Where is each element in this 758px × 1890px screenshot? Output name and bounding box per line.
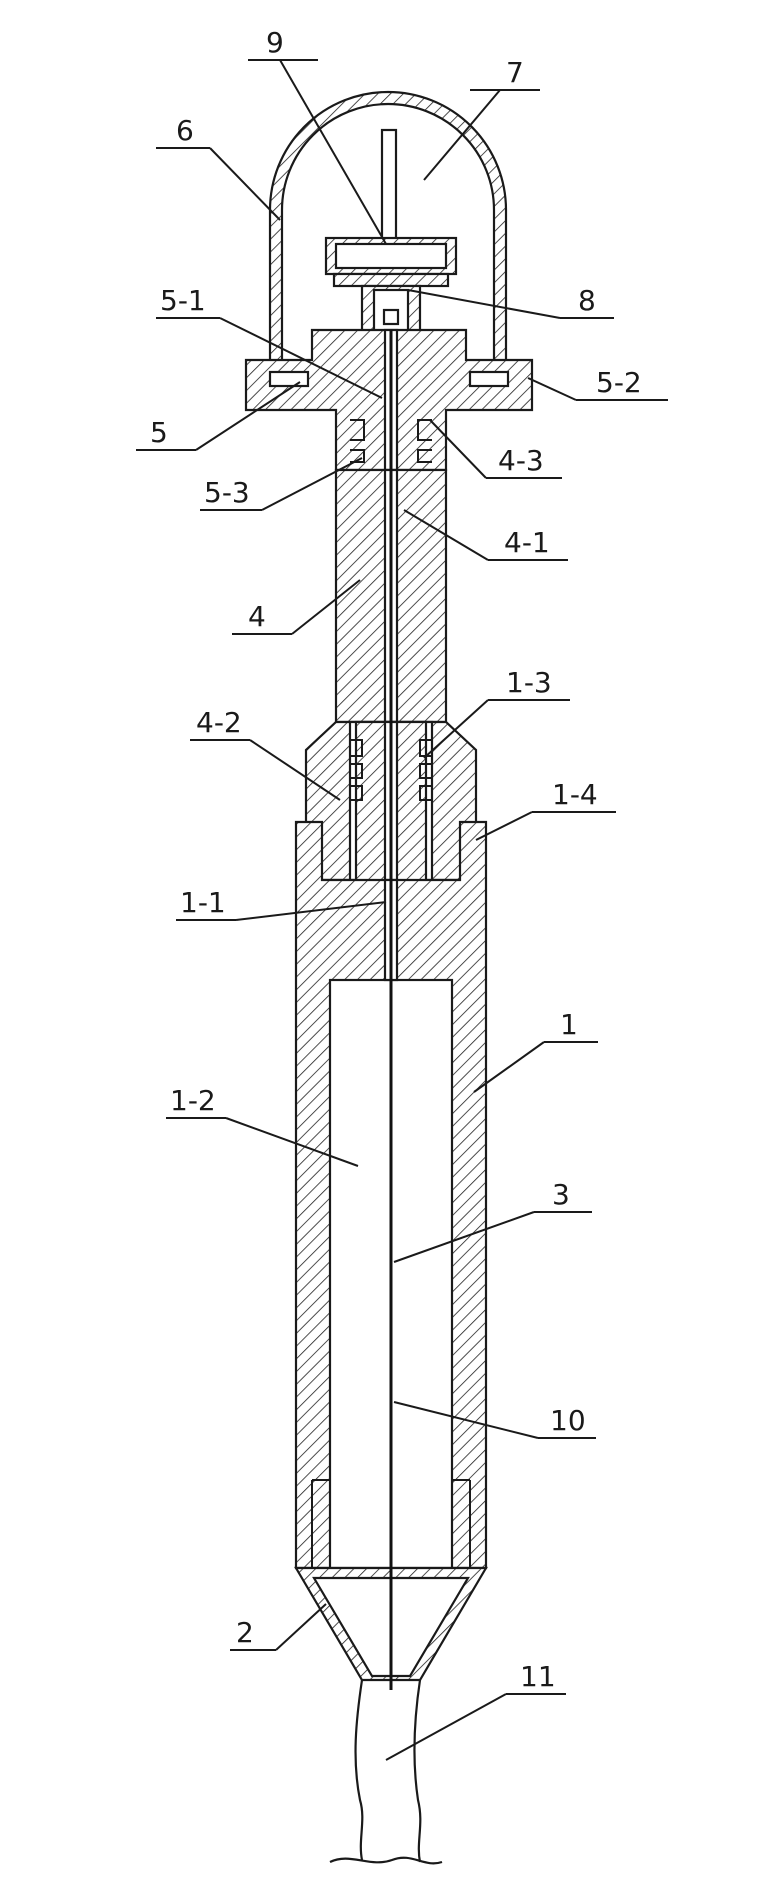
label-4-3: 4-3	[498, 444, 544, 477]
label-1-1: 1-1	[180, 886, 226, 919]
label-4: 4	[248, 600, 266, 633]
label-1-3: 1-3	[506, 666, 552, 699]
label-2: 2	[236, 1616, 254, 1649]
label-6: 6	[176, 114, 194, 147]
label-3: 3	[552, 1178, 570, 1211]
label-1-2: 1-2	[170, 1084, 216, 1117]
label-4-1: 4-1	[504, 526, 550, 559]
label-1: 1	[560, 1008, 578, 1041]
label-5: 5	[150, 416, 168, 449]
label-11: 11	[520, 1660, 556, 1693]
label-8: 8	[578, 284, 596, 317]
label-5-3: 5-3	[204, 476, 250, 509]
label-7: 7	[506, 56, 524, 89]
label-9: 9	[266, 26, 284, 59]
label-10: 10	[550, 1404, 586, 1437]
label-4-2: 4-2	[196, 706, 242, 739]
label-5-2: 5-2	[596, 366, 642, 399]
cable	[330, 1680, 442, 1863]
label-1-4: 1-4	[552, 778, 598, 811]
label-5-1: 5-1	[160, 284, 206, 317]
